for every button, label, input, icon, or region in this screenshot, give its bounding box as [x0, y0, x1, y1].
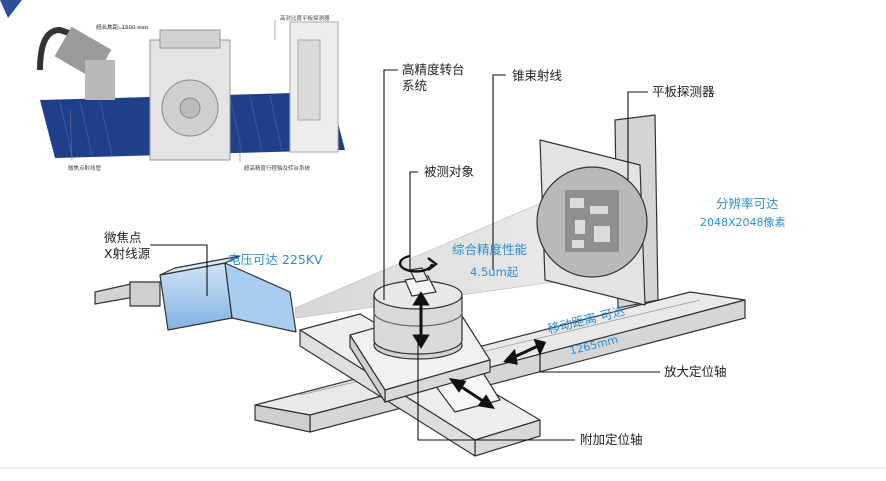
spec-resolution-value: 2048X2048像素	[700, 216, 786, 229]
label-xray-source: 微焦点 X射线源	[104, 230, 151, 261]
rotation-arrow	[398, 254, 438, 273]
spec-precision-value: 4.5um起	[470, 265, 519, 279]
label-test-object: 被测对象	[424, 164, 475, 179]
photo-caption-focal-distance: 超长焦距: 1500 mm	[96, 25, 149, 31]
photo-caption-rotary: 超高精度行程轴及转台系统	[244, 166, 311, 172]
label-additional-axis: 附加定位轴	[580, 432, 643, 447]
label-flat-panel-detector: 平板探测器	[652, 84, 715, 99]
corner-mark	[0, 0, 22, 18]
rotary-stage	[349, 267, 491, 403]
motion-arrows	[412, 291, 547, 410]
leader-lines	[150, 69, 660, 441]
machine-photo	[30, 6, 360, 176]
photo-caption-detector: 高对比度平板探测器	[280, 16, 330, 22]
label-magnification-axis: 放大定位轴	[664, 364, 727, 379]
spec-resolution-title: 分辨率可达	[716, 196, 779, 211]
label-cone-beam: 锥束射线	[512, 68, 563, 83]
label-rotary-table: 高精度转台 系统	[402, 62, 465, 93]
xray-tube	[94, 255, 297, 333]
photo-caption-tube: 微焦点射线管	[68, 166, 102, 172]
flat-panel-detector	[536, 114, 659, 309]
spec-precision-title: 综合精度性能	[452, 242, 528, 257]
spec-voltage: 电压可达 225KV	[228, 252, 323, 267]
